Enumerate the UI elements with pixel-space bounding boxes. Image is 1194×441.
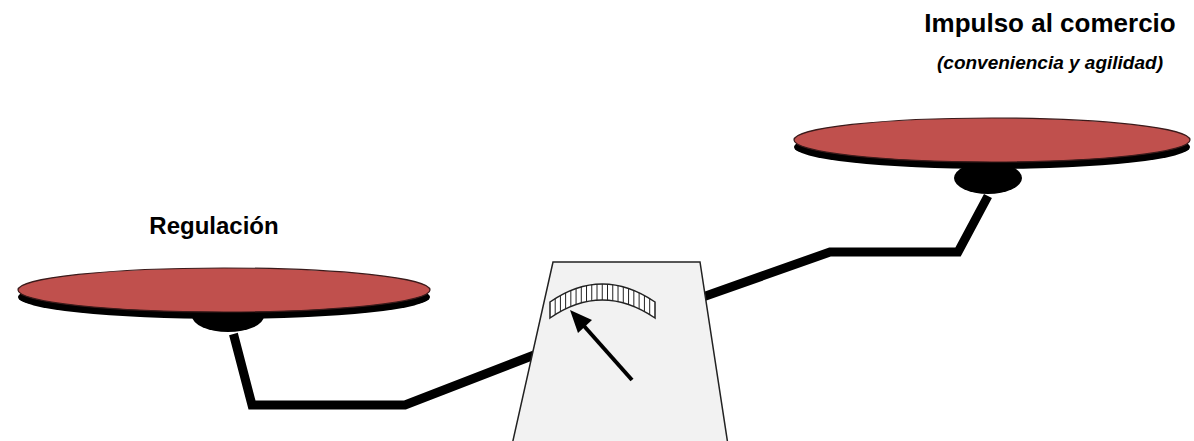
scale-pan: Regulación	[14, 210, 432, 338]
gauge-ticks	[555, 284, 650, 315]
needle-head	[570, 310, 592, 333]
gauge-dial	[550, 284, 655, 318]
gauge-tick	[586, 286, 587, 302]
gauge-tick	[570, 290, 571, 306]
pan-top	[18, 268, 430, 312]
pan-top	[794, 118, 1190, 162]
gauge-tick	[597, 284, 598, 300]
gauge-tick	[607, 284, 608, 300]
gauge-tick	[623, 287, 624, 303]
gauge-tick	[560, 296, 561, 312]
scale-pan: Impulso al comercio (conveniencia y agili…	[790, 8, 1194, 200]
gauge-tick	[576, 289, 577, 305]
gauge-tick	[633, 290, 634, 306]
gauge-tick	[565, 293, 566, 309]
gauge-tick	[618, 286, 619, 302]
gauge-tick	[649, 299, 650, 315]
gauge-tick	[628, 289, 629, 305]
pan-label: Regulación	[14, 212, 414, 240]
gauge-tick	[591, 285, 592, 301]
gauge-needle	[584, 326, 632, 380]
gauge-tick	[555, 299, 556, 315]
gauge-tick	[644, 296, 645, 312]
pan-label: Impulso al comercio	[870, 8, 1194, 39]
gauge-tick	[639, 293, 640, 309]
gauge-tick	[602, 284, 603, 300]
gauge-tick	[612, 285, 613, 301]
pan-sublabel: (conveniencia y agilidad)	[870, 52, 1194, 74]
scale-stand	[512, 262, 728, 441]
gauge-tick	[581, 287, 582, 303]
